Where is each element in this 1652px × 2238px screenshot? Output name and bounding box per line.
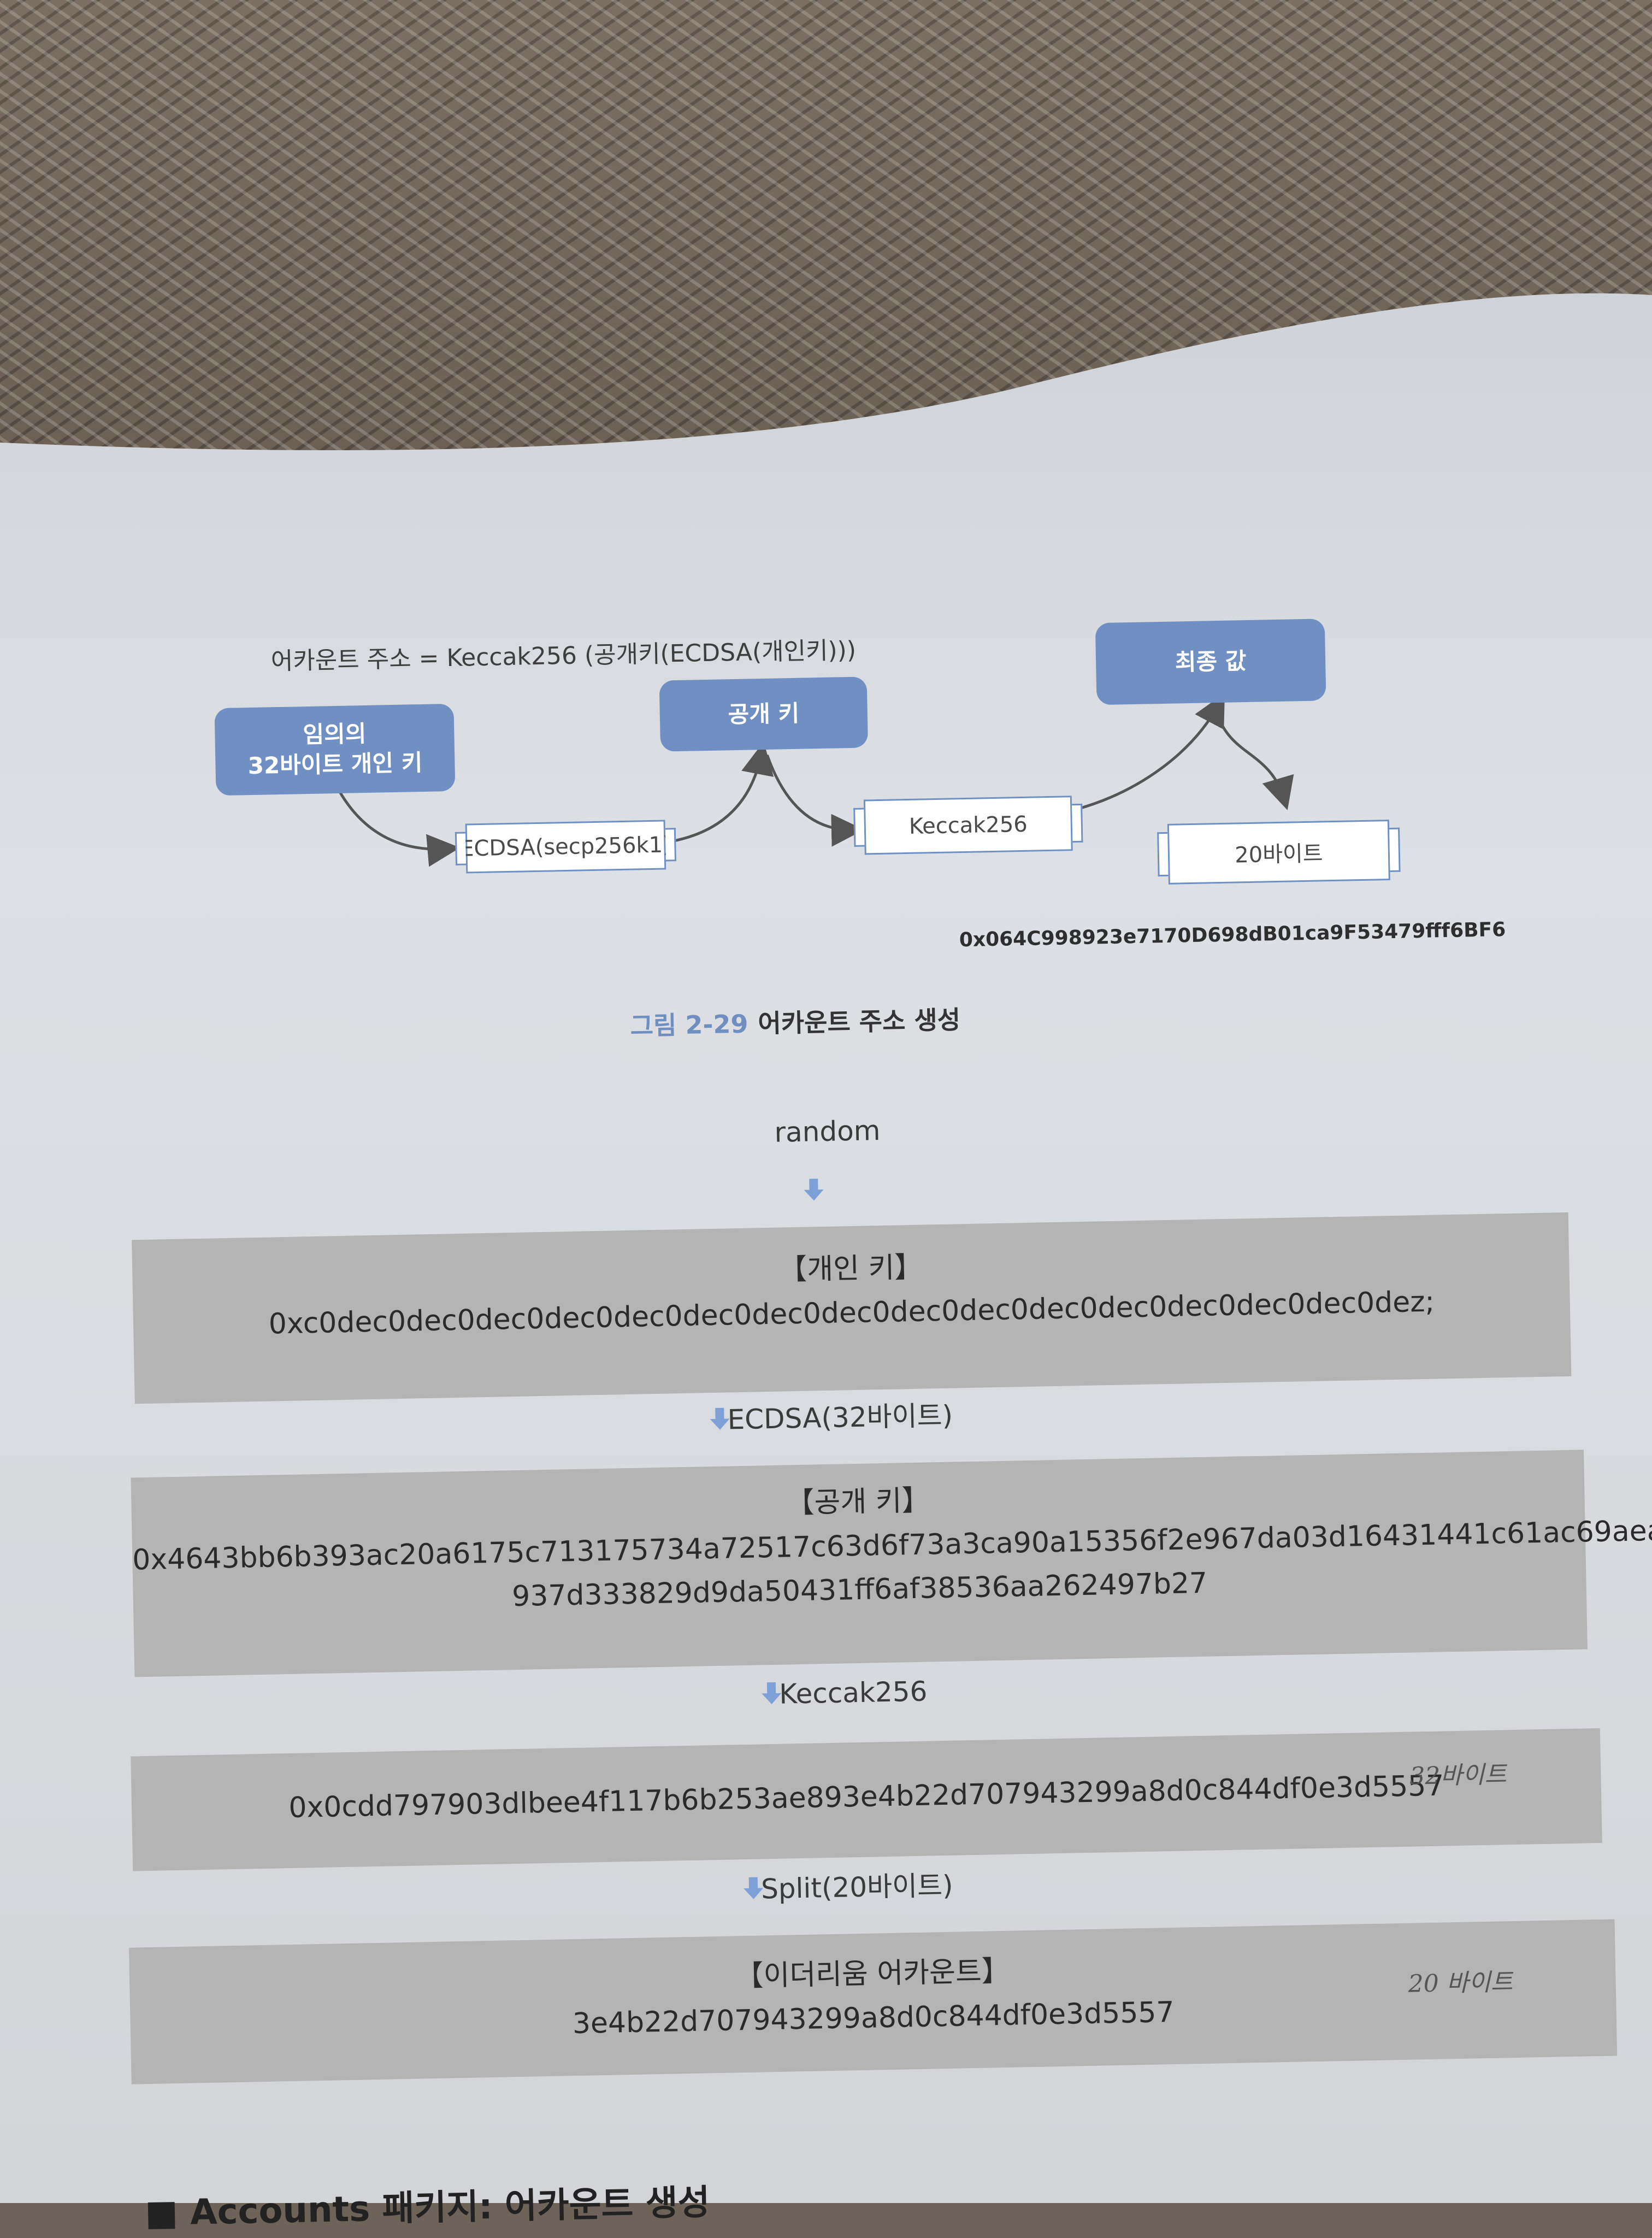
private-key-box-line2: 32바이트 개인 키 <box>247 749 423 780</box>
step-keccak: Keccak256 <box>762 1675 928 1710</box>
arrow-privkey-to-ecdsa <box>334 784 461 867</box>
hash-value: 0x0cdd797903dlbee4f117b6b253ae893e4b22d7… <box>288 1769 1444 1825</box>
keccak-box: Keccak256 <box>863 796 1073 855</box>
down-arrow-icon <box>804 1175 824 1206</box>
arrow-ecdsa-to-pubkey <box>670 741 774 843</box>
next-section-heading: ■ Accounts 패키지: 어카운트 생성 <box>144 2182 711 2234</box>
step-ecdsa: ECDSA(32바이트) <box>710 1394 953 1438</box>
private-key-box-line1: 임의의 <box>302 720 367 749</box>
step-keccak-label: Keccak256 <box>778 1675 928 1710</box>
random-label: random <box>774 1115 881 1149</box>
step-split: Split(20바이트) <box>744 1864 954 1907</box>
public-key-box: 공개 키 <box>659 676 869 752</box>
arrow-final-to-20bytes <box>1216 713 1294 810</box>
figure-number: 그림 2-29 <box>630 1009 749 1041</box>
arrow-pubkey-to-keccak <box>765 755 864 847</box>
diagram-arrows <box>334 693 1294 867</box>
private-key-band: 【개인 키】 0xc0dec0dec0dec0dec0dec0dec0dec0d… <box>132 1212 1572 1404</box>
final-value-box: 최종 값 <box>1095 619 1326 705</box>
private-key-box: 임의의 32바이트 개인 키 <box>214 703 456 796</box>
bytes20-box: 20바이트 <box>1167 820 1390 885</box>
figure-title: 어카운트 주소 생성 <box>757 1005 961 1039</box>
public-key-band: 【공개 키】 0x4643bb6b393ac20a6175c713175734a… <box>131 1450 1652 1677</box>
step-split-label: Split(20바이트) <box>760 1869 954 1905</box>
hash-note: 32바이트 <box>1409 1760 1507 1791</box>
ecdsa-box: ECDSA(secp256k1) <box>460 820 671 874</box>
hash-band: 0x0cdd797903dlbee4f117b6b253ae893e4b22d7… <box>131 1728 1602 1871</box>
account-note: 20 바이트 <box>1408 1968 1513 1998</box>
account-band: 【이더리움 어카운트】 3e4b22d707943299a8d0c844df0e… <box>128 1919 1618 2084</box>
arrow-keccak-to-final <box>1076 693 1225 811</box>
step-ecdsa-label: ECDSA(32바이트) <box>727 1399 953 1436</box>
